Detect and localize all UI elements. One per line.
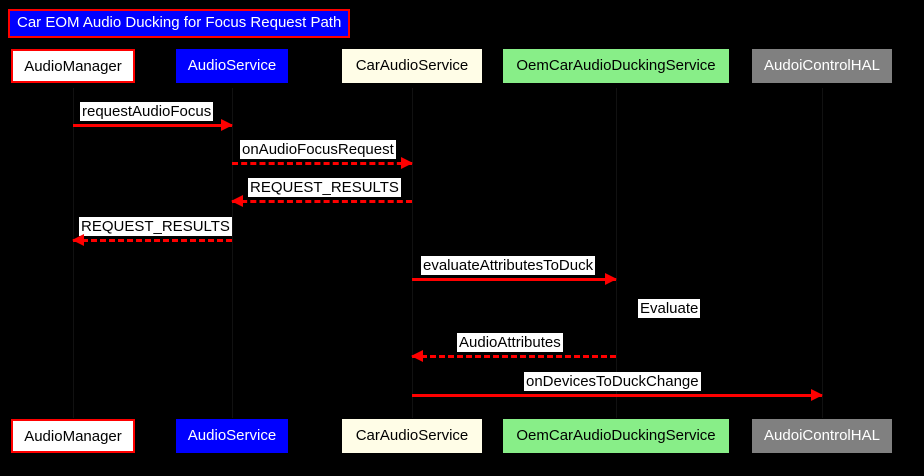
message-label-evaluate-attributes-to-duck: evaluateAttributesToDuck	[421, 256, 596, 275]
lifeline-audio-service	[232, 88, 233, 418]
message-label-request-results-audio-to-manager: REQUEST_RESULTS	[79, 217, 232, 236]
lifeline-oem-car-audio-ducking-service	[616, 88, 617, 418]
participant-bottom-oem-car-audio-ducking-service[interactable]: OemCarAudioDuckingService	[503, 419, 729, 453]
lifeline-audoi-control-hal	[822, 88, 823, 418]
message-label-on-audio-focus-request: onAudioFocusRequest	[240, 140, 396, 159]
message-label-request-results-car-to-audio: REQUEST_RESULTS	[248, 178, 401, 197]
message-label-audio-attributes: AudioAttributes	[457, 333, 563, 352]
participant-bottom-audio-service[interactable]: AudioService	[176, 419, 288, 453]
participant-top-audoi-control-hal[interactable]: AudoiControlHAL	[752, 49, 892, 83]
participant-top-car-audio-service[interactable]: CarAudioService	[342, 49, 482, 83]
participant-top-oem-car-audio-ducking-service[interactable]: OemCarAudioDuckingService	[503, 49, 729, 83]
participant-top-audio-manager[interactable]: AudioManager	[11, 49, 135, 83]
lifeline-car-audio-service	[412, 88, 413, 418]
message-label-on-devices-to-duck-change: onDevicesToDuckChange	[524, 372, 701, 391]
message-label-request-audio-focus: requestAudioFocus	[80, 102, 214, 121]
note-evaluate: Evaluate	[638, 299, 701, 318]
participant-top-audio-service[interactable]: AudioService	[176, 49, 288, 83]
participant-bottom-audoi-control-hal[interactable]: AudoiControlHAL	[752, 419, 892, 453]
diagram-title: Car EOM Audio Ducking for Focus Request …	[8, 9, 351, 38]
lifeline-audio-manager	[73, 88, 74, 418]
participant-bottom-car-audio-service[interactable]: CarAudioService	[342, 419, 482, 453]
participant-bottom-audio-manager[interactable]: AudioManager	[11, 419, 135, 453]
